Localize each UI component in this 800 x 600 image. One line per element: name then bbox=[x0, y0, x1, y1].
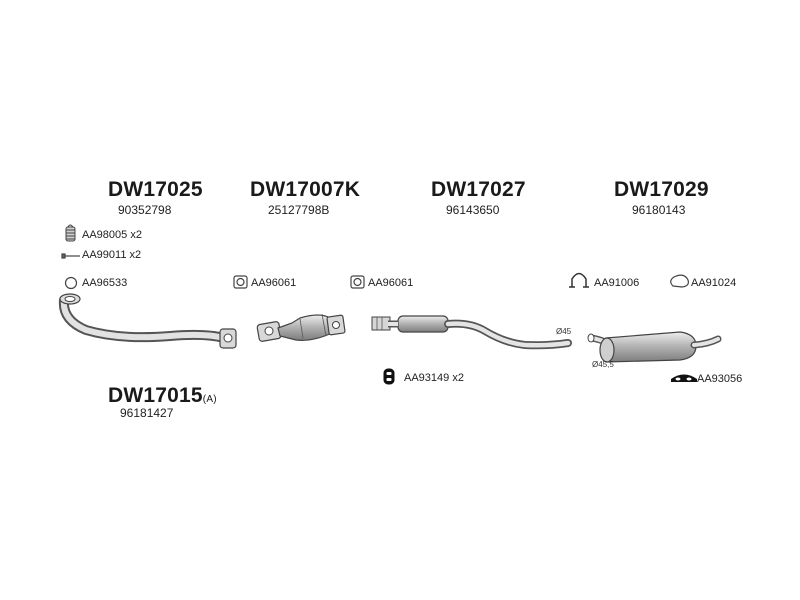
square-gasket-icon bbox=[350, 275, 365, 289]
square-gasket-icon bbox=[233, 275, 248, 289]
part-code-dw17029: DW17029 bbox=[614, 178, 709, 201]
hanger-ring-icon bbox=[670, 274, 689, 288]
part-number-dw17025: 90352798 bbox=[118, 203, 172, 217]
bolt-icon bbox=[61, 253, 80, 259]
u-clamp-icon bbox=[569, 272, 589, 288]
accessory-qty: x2 bbox=[452, 372, 464, 384]
part-code-dw17015-text: DW17015 bbox=[108, 384, 203, 407]
diameter-mid-pipe: Ø45 bbox=[556, 327, 572, 336]
accessory-label-aa96061-a: AA96061 bbox=[251, 277, 297, 289]
part-suffix-dw17015: (A) bbox=[202, 394, 217, 405]
accessory-code: AA99011 bbox=[82, 249, 127, 261]
catalytic-converter-drawing bbox=[256, 313, 346, 342]
accessory-label-aa91006: AA91006 bbox=[594, 277, 640, 289]
accessory-label-aa96061-b: AA96061 bbox=[368, 277, 414, 289]
accessory-label-aa91024: AA91024 bbox=[691, 277, 737, 289]
accessory-label-aa99011: AA99011 x2 bbox=[82, 249, 141, 261]
part-code-dw17025: DW17025 bbox=[108, 178, 203, 201]
spring-clamp-icon bbox=[65, 224, 76, 242]
accessory-label-aa98005: AA98005 x2 bbox=[82, 229, 142, 241]
accessory-label-aa93149: AA93149 x2 bbox=[404, 372, 464, 384]
part-number-dw17007k: 25127798B bbox=[268, 203, 330, 217]
part-code-dw17007k: DW17007K bbox=[250, 178, 361, 201]
part-code-dw17027: DW17027 bbox=[431, 178, 526, 201]
diameter-rear-box: Ø45,5 bbox=[592, 360, 614, 369]
rubber-mount-icon bbox=[383, 368, 395, 385]
part-code-dw17015: DW17015(A) bbox=[108, 384, 217, 408]
accessory-code: AA98005 bbox=[82, 229, 128, 241]
part-number-dw17015: 96181427 bbox=[120, 406, 174, 420]
front-pipe-drawing bbox=[58, 293, 237, 349]
part-number-dw17029: 96180143 bbox=[632, 203, 686, 217]
rear-silencer-drawing bbox=[587, 331, 722, 363]
accessory-label-aa96533: AA96533 bbox=[82, 277, 128, 289]
accessory-qty: x2 bbox=[129, 249, 142, 261]
ring-gasket-icon bbox=[64, 276, 78, 290]
part-number-dw17027: 96143650 bbox=[446, 203, 500, 217]
rubber-strap-icon bbox=[671, 374, 697, 382]
accessory-label-aa93056: AA93056 bbox=[697, 373, 743, 385]
accessory-qty: x2 bbox=[130, 229, 142, 241]
middle-silencer-drawing bbox=[371, 315, 572, 350]
accessory-code: AA93149 bbox=[404, 372, 450, 384]
